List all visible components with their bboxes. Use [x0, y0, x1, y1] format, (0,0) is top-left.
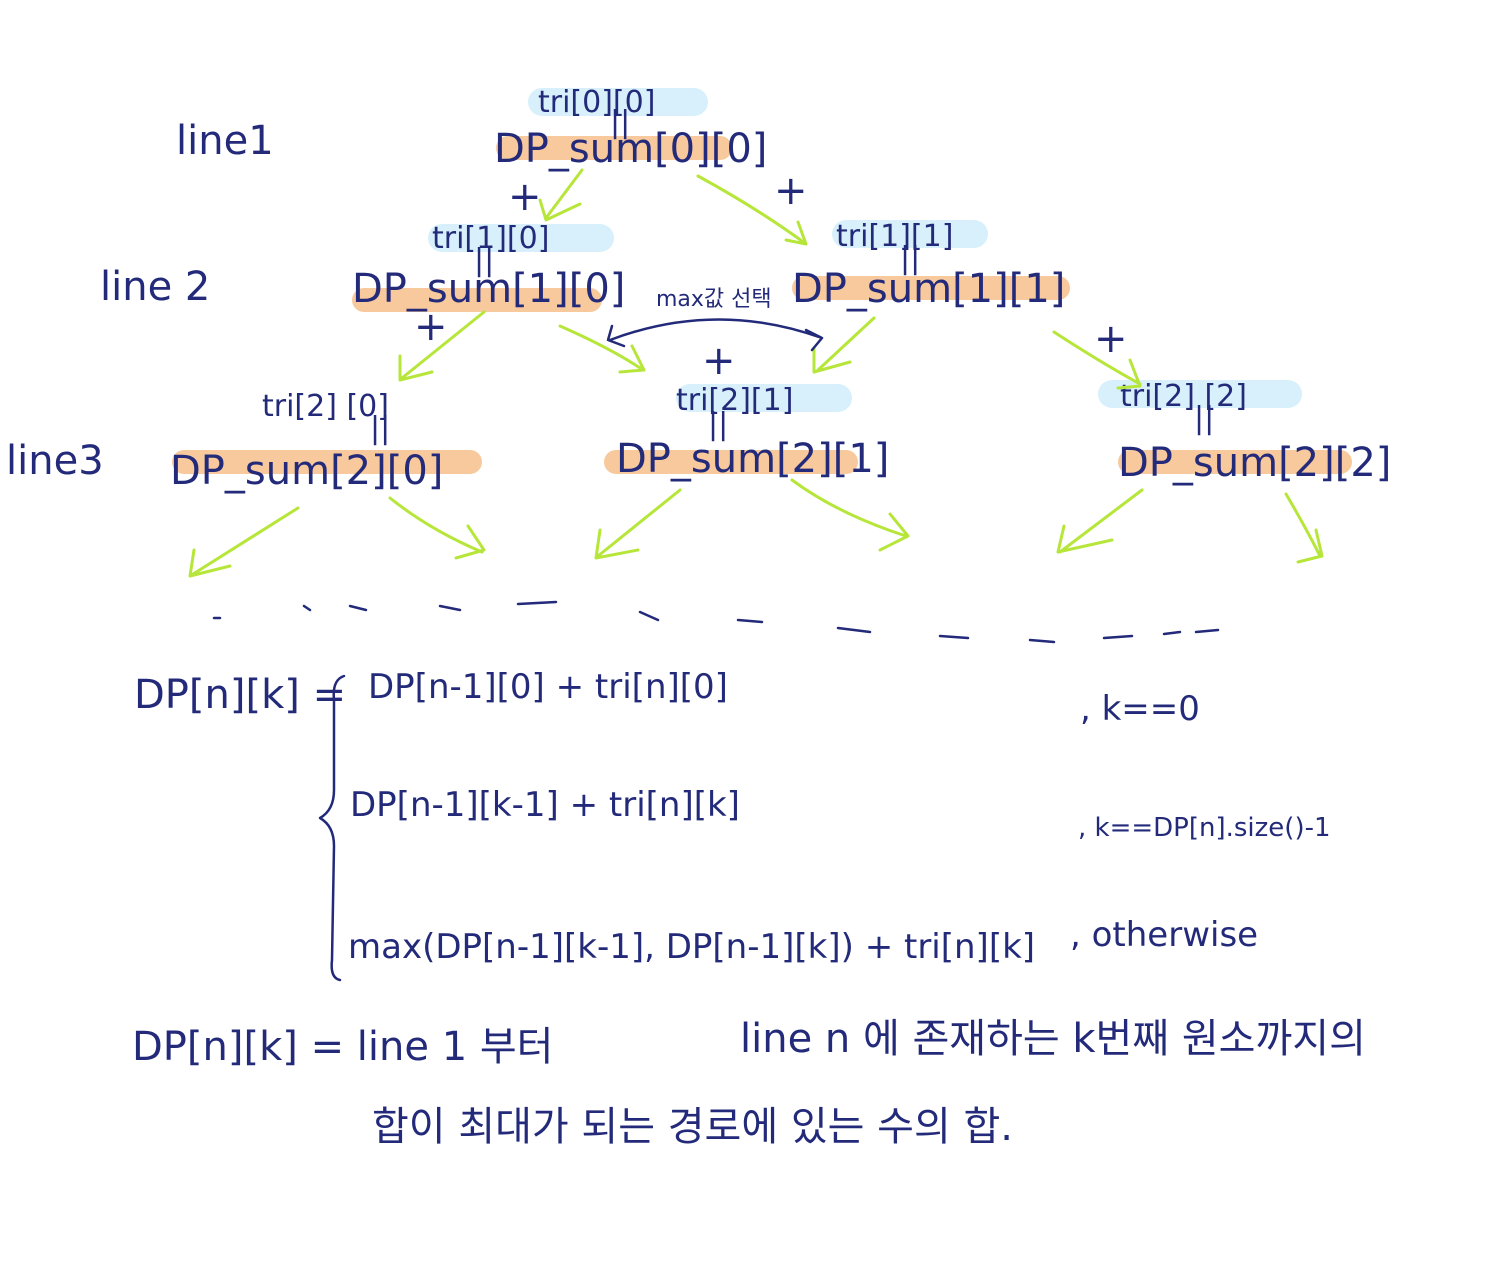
dp-label: DP_sum[1][1] — [792, 266, 1065, 312]
highlight-dp-2-1 — [604, 450, 858, 474]
plus-sign: + — [774, 168, 808, 214]
highlight-tri-0-0 — [528, 88, 708, 116]
arrow-2-2-right — [1284, 492, 1324, 564]
line-label-2: line 2 — [100, 264, 210, 310]
line-label-3: line3 — [6, 438, 104, 484]
definition-line-1b: line n 에 존재하는 k번째 원소까지의 — [740, 1016, 1366, 1062]
definition-text: DP[n][k] = line 1 부터 line n 에 존재하는 k번째 원… — [132, 1016, 1366, 1150]
node-1-1: tri[1][1] || DP_sum[1][1] — [792, 219, 1065, 312]
node-0-0: tri[0][0] || DP_sum[0][0] — [494, 85, 767, 172]
formula-brace — [318, 674, 346, 982]
case1-condition: , k==0 — [1080, 689, 1200, 729]
arrow-0-0-to-1-0 — [538, 168, 584, 222]
equals-mark: || — [900, 241, 920, 276]
highlight-dp-1-0 — [352, 288, 602, 312]
arrow-1-1-to-2-2 — [1052, 330, 1142, 390]
case2-condition: , k==DP[n].size()-1 — [1078, 813, 1331, 843]
tri-label: tri[0][0] — [538, 85, 655, 120]
tri-label: tri[1][0] — [432, 221, 549, 256]
transition-arrows — [188, 168, 1324, 578]
line-label-1: line1 — [176, 118, 274, 164]
arrow-2-2-left — [1056, 488, 1144, 554]
arrow-2-0-right — [388, 496, 486, 560]
plus-sign: + — [702, 338, 736, 384]
case1-expression: DP[n-1][0] + tri[n][0] — [368, 667, 728, 707]
equals-mark: || — [1194, 401, 1214, 436]
arrow-2-1-right — [790, 478, 910, 552]
arrow-1-1-to-2-1 — [812, 316, 876, 374]
arrow-1-0-to-2-0 — [398, 310, 486, 382]
continuation-dashes — [212, 600, 1220, 644]
node-2-1: tri[2][1] || DP_sum[2][1] — [616, 383, 889, 482]
plus-sign: + — [414, 304, 448, 350]
equals-mark: || — [610, 105, 630, 140]
equals-mark: || — [474, 243, 494, 278]
node-1-0: tri[1][0] || DP_sum[1][0] — [352, 221, 625, 312]
tri-label: tri[2][1] — [676, 383, 793, 418]
tri-label: tri[1][1] — [836, 219, 953, 254]
arrow-2-0-left — [188, 506, 300, 578]
plus-sign: + — [1094, 316, 1128, 362]
node-2-0: tri[2] [0] || DP_sum[2][0] — [170, 389, 443, 494]
highlight-dp-0-0 — [496, 136, 732, 160]
arrow-2-1-left — [594, 488, 682, 560]
highlight-tri-2-2 — [1098, 380, 1302, 408]
highlight-dp-1-1 — [792, 276, 1070, 300]
highlight-tri-1-1 — [832, 220, 988, 248]
case3-expression: max(DP[n-1][k-1], DP[n-1][k]) + tri[n][k… — [348, 927, 1035, 967]
case2-expression: DP[n-1][k-1] + tri[n][k] — [350, 785, 740, 825]
max-compare-double-arrow — [606, 318, 824, 352]
highlight-dp-2-2 — [1118, 450, 1352, 474]
plus-sign: + — [508, 174, 542, 220]
highlight-tri-1-0 — [428, 224, 614, 252]
case3-condition: , otherwise — [1070, 915, 1258, 955]
dp-label: DP_sum[1][0] — [352, 266, 625, 312]
highlight-tri-2-1 — [676, 384, 852, 412]
highlights — [172, 88, 1352, 474]
arrow-0-0-to-1-1 — [696, 174, 808, 246]
dp-label: DP_sum[2][1] — [616, 436, 889, 482]
tri-label: tri[2] [0] — [262, 389, 389, 424]
formula-lhs: DP[n][k] = — [134, 672, 346, 718]
dp-label: DP_sum[2][0] — [170, 448, 443, 494]
highlight-dp-2-0 — [172, 450, 482, 474]
definition-line-2: 합이 최대가 되는 경로에 있는 수의 합. — [372, 1104, 1013, 1150]
definition-line-1a: DP[n][k] = line 1 부터 — [132, 1024, 553, 1070]
equals-mark: || — [370, 411, 390, 446]
max-select-note: max값 선택 — [656, 287, 772, 312]
dp-label: DP_sum[2][2] — [1118, 440, 1391, 486]
arrow-1-0-to-2-1 — [558, 324, 646, 374]
recurrence-formula: DP[n][k] = DP[n-1][0] + tri[n][0] , k==0… — [134, 667, 1331, 982]
dp-label: DP_sum[0][0] — [494, 126, 767, 172]
equals-mark: || — [708, 407, 728, 442]
